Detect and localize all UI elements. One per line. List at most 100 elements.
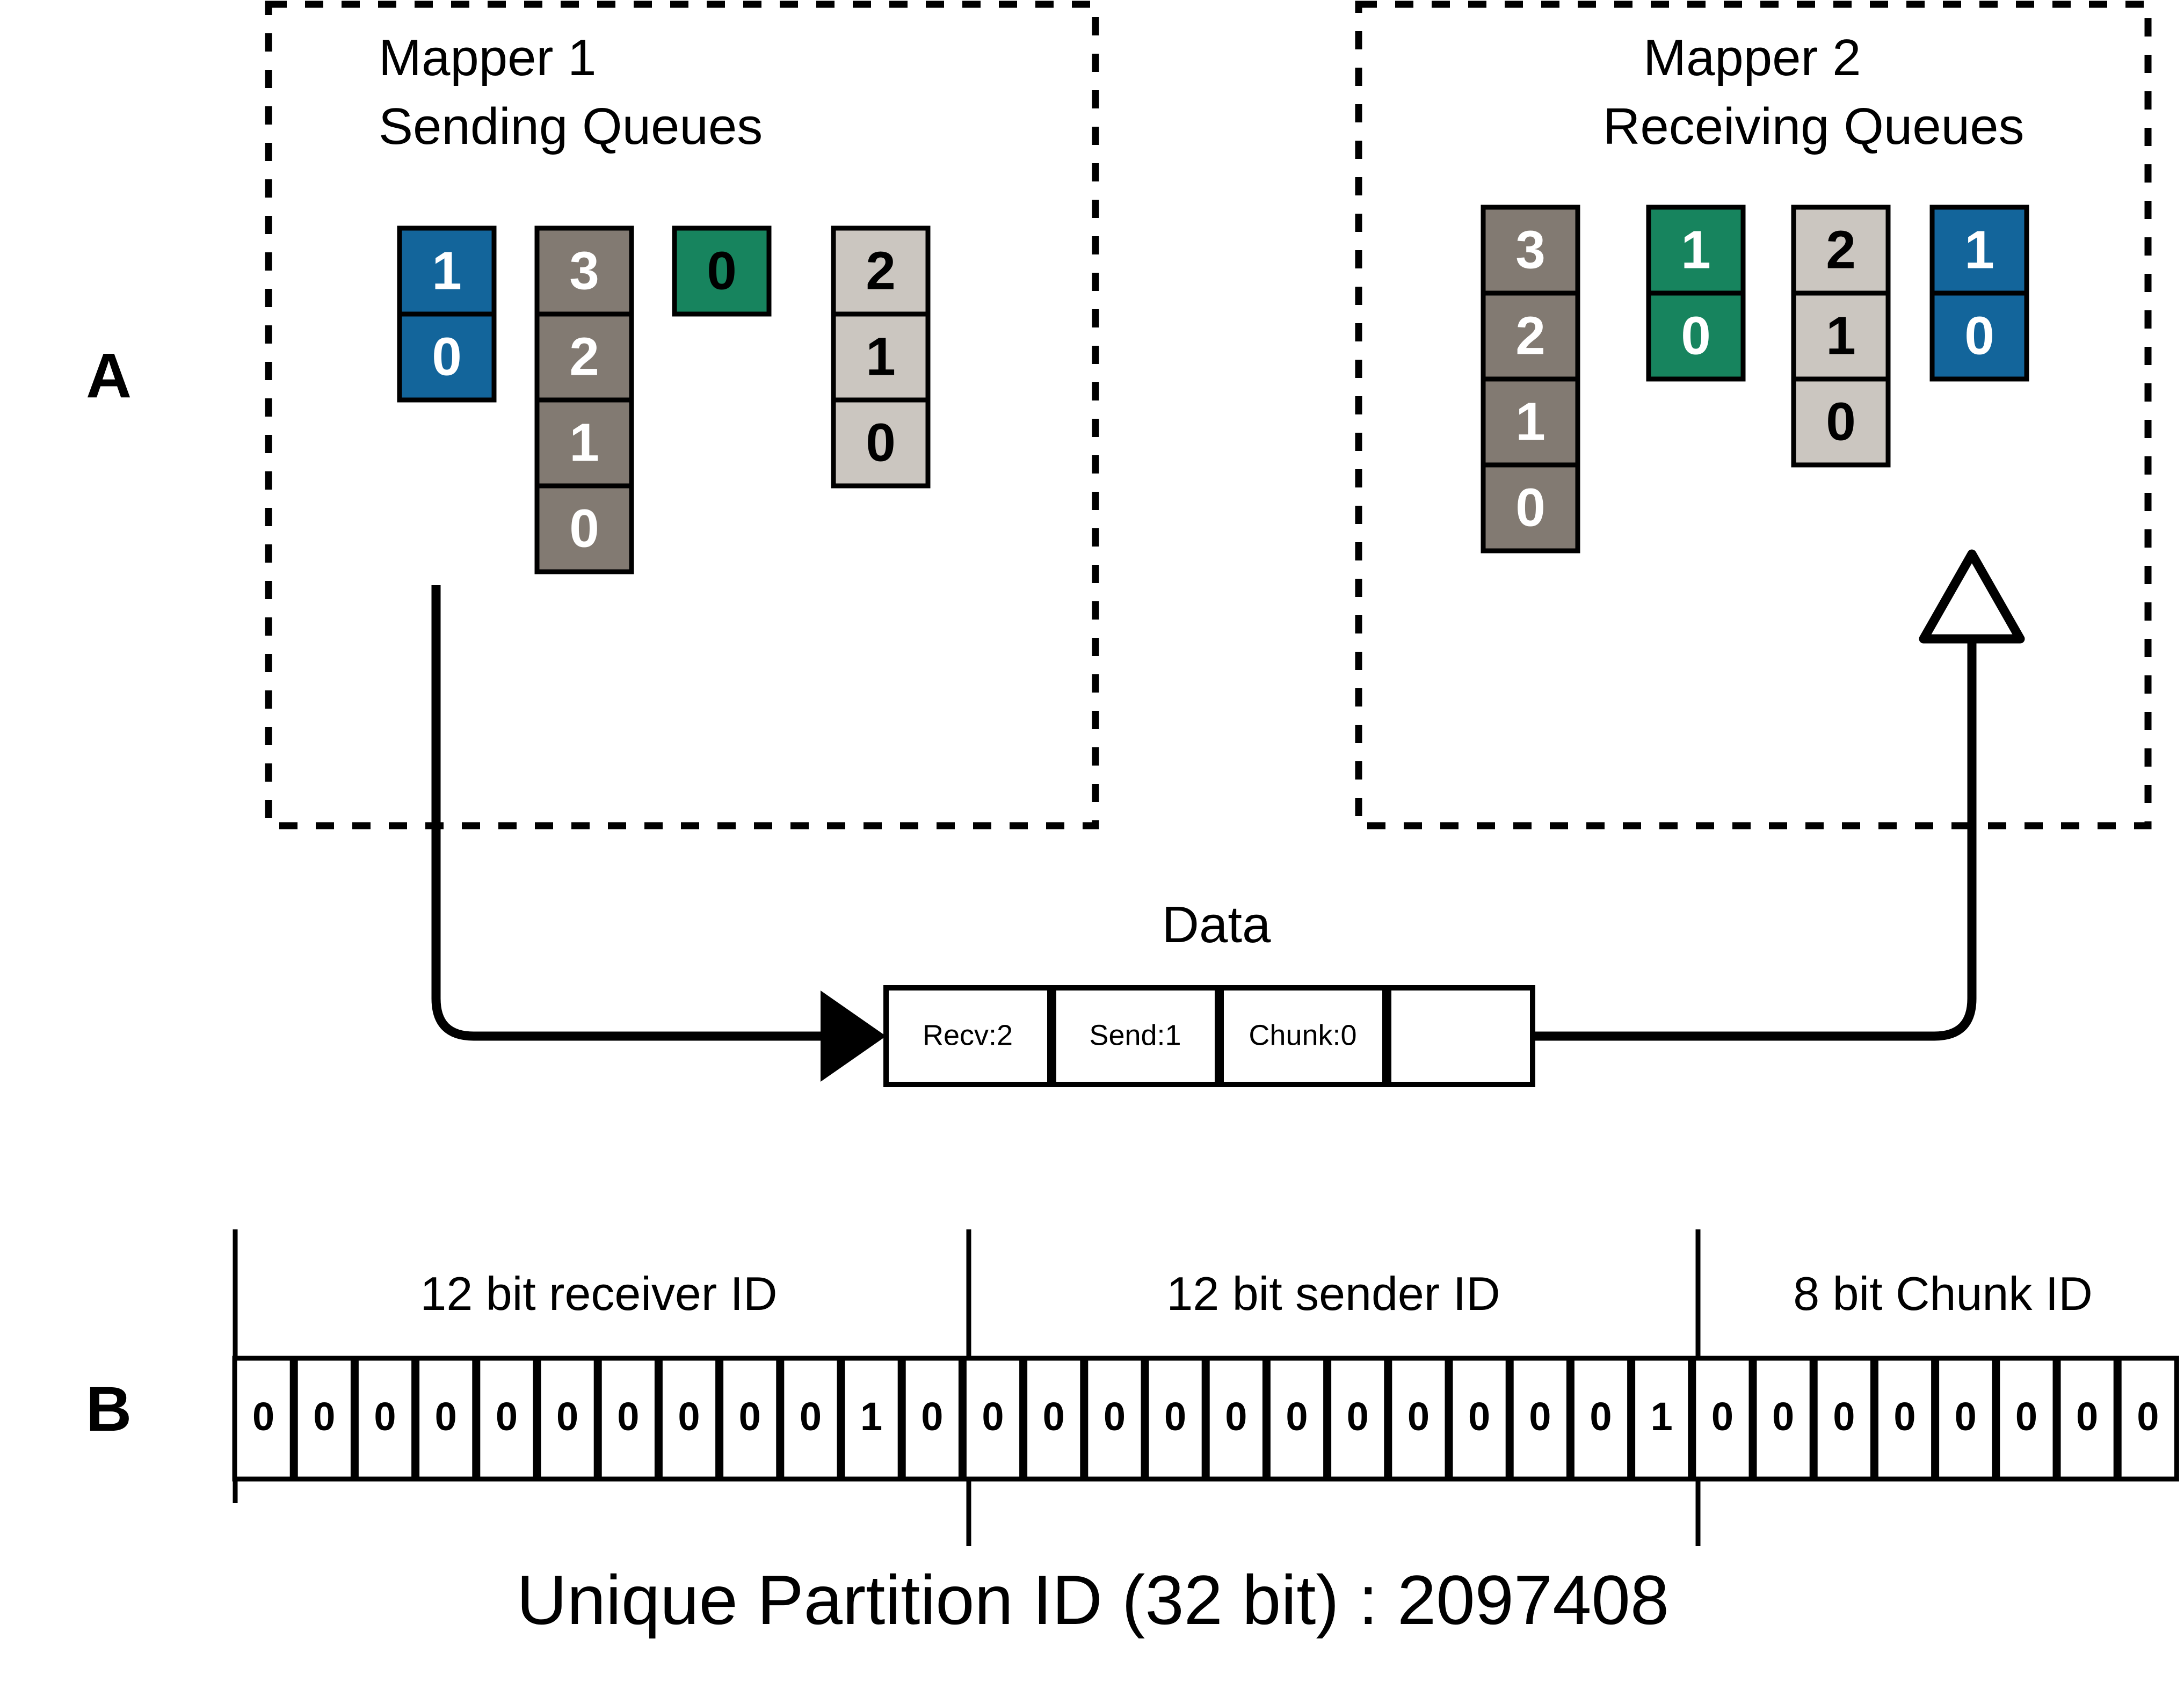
queue-cell[interactable] (1481, 376, 1580, 468)
bit-cell-label: 0 (982, 1394, 1004, 1439)
bit-cell-label: 0 (1104, 1394, 1126, 1439)
queue-cell[interactable] (1646, 290, 1746, 382)
bit-cell-label: 0 (1711, 1394, 1733, 1439)
bit-cell[interactable] (2116, 1356, 2179, 1482)
mapper1-queue-green[interactable]: 0 (672, 225, 772, 317)
queue-cell-label: 1 (569, 412, 599, 472)
bit-cell[interactable] (1508, 1356, 1571, 1482)
bit-cell[interactable] (597, 1356, 659, 1482)
bit-cell[interactable] (1873, 1356, 1936, 1482)
bit-cell[interactable] (1752, 1356, 1815, 1482)
queue-cell[interactable] (831, 311, 931, 403)
bit-cell[interactable] (1569, 1356, 1632, 1482)
bit-cell[interactable] (1265, 1356, 1329, 1482)
packet-field-send-label: Send:1 (1089, 1019, 1181, 1051)
mapper2-title-line2: Receiving Queues (1603, 98, 2024, 155)
bit-cell-label: 0 (1529, 1394, 1551, 1439)
queue-cell[interactable] (1791, 290, 1891, 382)
queue-cell-label: 2 (1515, 305, 1546, 366)
bit-cell[interactable] (840, 1356, 903, 1482)
bit-cell[interactable] (657, 1356, 721, 1482)
bit-cell-label: 0 (800, 1394, 822, 1439)
bit-cell-label: 0 (435, 1394, 457, 1439)
queue-cell[interactable] (831, 225, 931, 317)
queue-cell[interactable] (534, 483, 634, 574)
bit-cell[interactable] (353, 1356, 417, 1482)
bit-cell[interactable] (901, 1356, 963, 1482)
bit-cell-label: 0 (496, 1394, 518, 1439)
queue-cell-label: 0 (866, 412, 896, 472)
bit-cell[interactable] (961, 1356, 1025, 1482)
packet-field-chunk-label: Chunk:0 (1249, 1019, 1356, 1051)
bit-cell[interactable] (1448, 1356, 1511, 1482)
queue-cell[interactable] (534, 397, 634, 489)
bit-cell-label: 1 (860, 1394, 882, 1439)
mapper2-title-line1: Mapper 2 (1643, 29, 1861, 86)
bit-cell[interactable] (779, 1356, 842, 1482)
bit-cell-label: 0 (1833, 1394, 1855, 1439)
mapper1-queue-gray[interactable]: 2 1 0 (831, 225, 931, 489)
bit-cell[interactable] (1022, 1356, 1085, 1482)
mapper1-title-line1: Mapper 1 (379, 29, 597, 86)
bit-cell[interactable] (1812, 1356, 1875, 1482)
bit-cell[interactable] (415, 1356, 477, 1482)
queue-cell[interactable] (1929, 290, 2029, 382)
partition-id-caption: Unique Partition ID (32 bit) : 2097408 (517, 1561, 1669, 1639)
mapper2-queue-green[interactable]: 1 0 (1646, 205, 1746, 382)
data-packet-label: Data (1162, 896, 1271, 953)
bit-cell[interactable] (1387, 1356, 1450, 1482)
queue-cell[interactable] (1481, 205, 1580, 296)
queue-cell-label: 0 (1681, 305, 1711, 366)
mapper2-queue-taupe[interactable]: 3 2 1 0 (1481, 205, 1580, 553)
bit-cell[interactable] (1934, 1356, 1997, 1482)
mapper1-queue-taupe[interactable]: 3 2 1 0 (534, 225, 634, 574)
queue-cell-label: 1 (866, 326, 896, 387)
panel-a-letter: A (86, 340, 132, 411)
queue-cell-label: 2 (569, 326, 599, 387)
bit-cell[interactable] (1083, 1356, 1146, 1482)
mapper2-queue-blue[interactable]: 1 0 (1929, 205, 2029, 382)
queue-cell-label: 1 (432, 241, 462, 301)
bit-cell[interactable] (719, 1356, 781, 1482)
bit-cell-label: 0 (921, 1394, 943, 1439)
queue-cell[interactable] (1481, 462, 1580, 553)
queue-cell[interactable] (397, 311, 497, 403)
bit-cell-label: 0 (678, 1394, 700, 1439)
bit-cell[interactable] (1326, 1356, 1389, 1482)
packet-field-send[interactable] (1051, 985, 1220, 1087)
bit-cell[interactable] (232, 1356, 295, 1482)
mapper2-queue-gray[interactable]: 2 1 0 (1791, 205, 1891, 468)
bit-cell[interactable] (1205, 1356, 1267, 1482)
queue-cell[interactable] (1481, 290, 1580, 382)
packet-field-chunk[interactable] (1218, 985, 1388, 1087)
bit-cell[interactable] (2056, 1356, 2118, 1482)
panel-b: B 12 bit receiver ID 12 bit sender ID 8 … (86, 1229, 2179, 1546)
bit-cell[interactable] (293, 1356, 355, 1482)
queue-cell-label: 2 (866, 241, 896, 301)
data-packet[interactable]: Recv:2 Send:1 Chunk:0 (883, 985, 1535, 1087)
bit-cell[interactable] (1144, 1356, 1207, 1482)
bit-cell-label: 0 (2137, 1394, 2159, 1439)
bit-cell-label: 0 (1955, 1394, 1977, 1439)
queue-cell-label: 0 (1515, 477, 1546, 537)
bit-cell-label: 0 (1407, 1394, 1430, 1439)
bit-cell-label: 0 (1772, 1394, 1794, 1439)
queue-cell-label: 1 (1515, 391, 1546, 451)
queue-cell-label: 1 (1964, 220, 1994, 280)
panel-b-letter: B (86, 1374, 132, 1445)
bit-cell-label: 0 (313, 1394, 335, 1439)
queue-cell[interactable] (672, 225, 772, 317)
queue-cell[interactable] (1791, 376, 1891, 468)
packet-field-recv[interactable] (883, 985, 1053, 1087)
bit-cell[interactable] (475, 1356, 538, 1482)
queue-cell[interactable] (1646, 205, 1746, 296)
packet-payload-block[interactable] (1386, 985, 1535, 1087)
mapper1-queue-blue[interactable]: 1 0 (397, 225, 497, 403)
bit-cell[interactable] (1995, 1356, 2058, 1482)
queue-cell[interactable] (831, 397, 931, 489)
bit-cell[interactable] (536, 1356, 599, 1482)
bit-cell[interactable] (1691, 1356, 1754, 1482)
bit-cell[interactable] (1630, 1356, 1693, 1482)
